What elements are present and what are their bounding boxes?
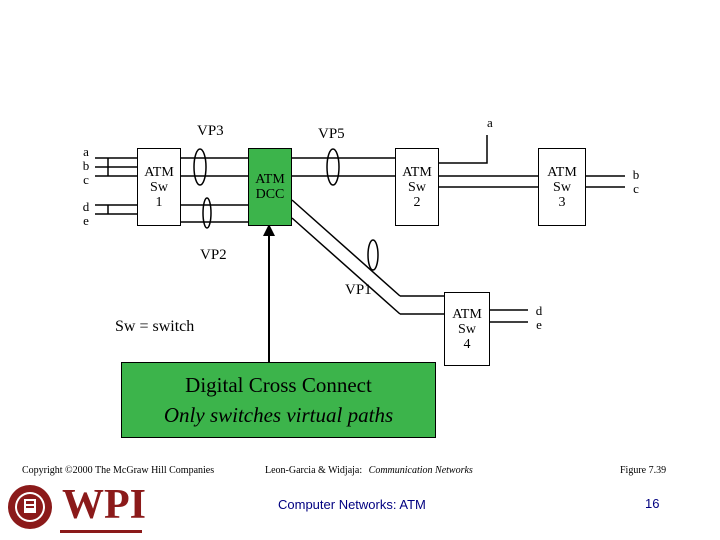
sw4-line3: 4	[463, 336, 471, 352]
citation-authors: Leon-Garcia & Widjaja:	[265, 465, 363, 476]
vp1-ellipse	[367, 239, 379, 271]
dcc-line1: ATM	[255, 172, 285, 187]
link-to-a	[438, 135, 488, 164]
sw2-line2: Sw	[408, 179, 426, 195]
figure-number: Figure 7.39	[620, 465, 667, 476]
endpoint-b-left: b	[82, 158, 90, 173]
wpi-seal-icon	[6, 483, 54, 531]
dcc-line2: DCC	[255, 187, 285, 202]
sw2-line3: 2	[413, 194, 421, 210]
atm-switch-3: ATM Sw 3	[538, 148, 586, 226]
copyright-text: Copyright ©2000 The McGraw Hill Companie…	[22, 465, 215, 476]
sw3-line1: ATM	[547, 164, 577, 180]
endpoint-de: d e	[80, 200, 92, 228]
page-number: 16	[645, 496, 660, 511]
vp3-label: VP3	[197, 123, 224, 139]
endpoint-c-left: c	[83, 172, 89, 187]
citation: Leon-Garcia & Widjaja: Communication Net…	[265, 466, 473, 476]
atm-dcc: ATM DCC	[248, 148, 292, 226]
atm-switch-4: ATM Sw 4	[444, 292, 490, 366]
vp5-ellipse	[326, 148, 340, 186]
endpoint-e-left: e	[83, 213, 89, 228]
vp5-label: VP5	[318, 126, 345, 142]
endpoint-e-right: e	[536, 317, 542, 332]
sw2-line1: ATM	[402, 164, 432, 180]
endpoint-bc-right: b c	[630, 168, 642, 196]
endpoint-d-right: d	[535, 303, 543, 318]
sw4-line1: ATM	[452, 306, 482, 322]
sw3-line2: Sw	[553, 179, 571, 195]
vp2-ellipse	[202, 197, 212, 229]
legend-sw: Sw = switch	[115, 318, 195, 335]
vp1-label: VP1	[345, 282, 372, 298]
course-title: Computer Networks: ATM	[278, 497, 426, 512]
sw1-line1: ATM	[144, 164, 174, 180]
callout-subtitle: Only switches virtual paths	[163, 403, 394, 427]
callout-box: Digital Cross Connect Only switches virt…	[121, 362, 436, 438]
vp2-label: VP2	[200, 247, 227, 263]
sw3-line3: 3	[558, 194, 566, 210]
wpi-logo-text: WPI	[62, 482, 146, 528]
vp3-ellipse	[193, 148, 207, 186]
endpoint-b-right: b	[632, 167, 640, 182]
endpoint-abc: a b c	[80, 145, 92, 187]
endpoint-d-left: d	[82, 199, 90, 214]
wpi-underline	[60, 530, 142, 533]
atm-switch-1: ATM Sw 1	[137, 148, 181, 226]
endpoint-de-right: d e	[533, 304, 545, 332]
sw4-line2: Sw	[458, 321, 476, 337]
citation-title: Communication Networks	[368, 465, 473, 476]
sw1-line2: Sw	[150, 179, 168, 195]
sw1-line3: 1	[155, 194, 163, 210]
endpoint-c-right: c	[633, 181, 639, 196]
endpoint-a-top: a	[487, 115, 493, 130]
atm-switch-2: ATM Sw 2	[395, 148, 439, 226]
callout-title: Digital Cross Connect	[185, 373, 372, 397]
endpoint-a-left: a	[83, 144, 89, 159]
